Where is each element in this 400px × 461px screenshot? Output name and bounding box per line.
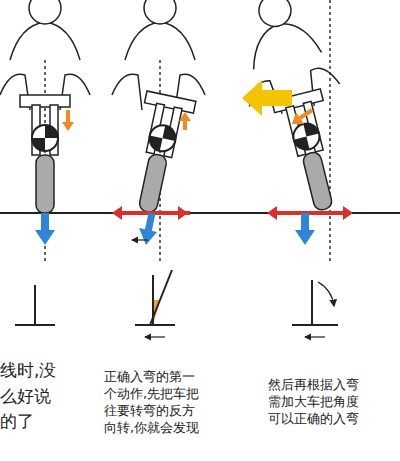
rider-straight	[0, 0, 90, 262]
caption-text: 个动作,先把车把	[104, 387, 199, 400]
ground-line	[0, 212, 400, 214]
rider-countersteer	[112, 0, 205, 262]
caption-text: 需加大车把角度	[268, 395, 359, 408]
caption-text: 正确入弯的第一	[104, 370, 195, 383]
caption-text: 线时,没	[0, 362, 56, 379]
caption-text: 然后再根据入弯	[268, 378, 359, 391]
caption-text: 么好说	[0, 388, 51, 405]
caption-text: 可以正确的入弯	[268, 412, 359, 425]
angle-diagram	[292, 280, 338, 337]
angle-diagram	[135, 270, 175, 337]
rider-leaning	[225, 0, 369, 262]
caption-text: 往要转弯的反方	[104, 404, 195, 417]
caption-text: 向转,你就会发现	[104, 421, 199, 434]
angle-diagram	[15, 285, 55, 325]
caption-text: 的了	[0, 413, 34, 430]
